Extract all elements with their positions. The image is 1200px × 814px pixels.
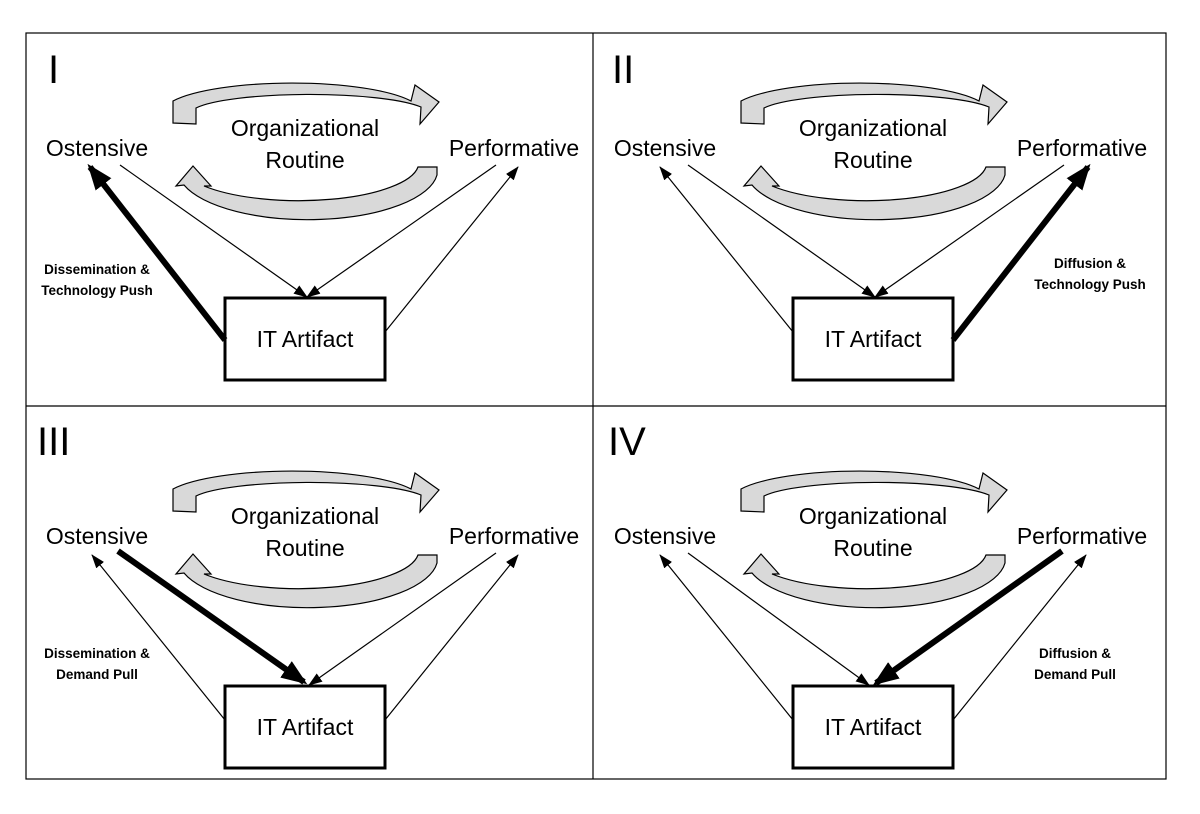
center-label-line2: Routine [833, 535, 912, 561]
arrow-performative-to-artifact [872, 548, 1064, 686]
cycle-arrows [740, 82, 1008, 221]
cycle-arrow-top [172, 82, 440, 126]
ostensive-label: Ostensive [614, 135, 716, 161]
arrow-performative-to-artifact [874, 164, 1065, 298]
edge-label-line2: Technology Push [41, 283, 153, 298]
arrow-artifact-to-ostensive [659, 554, 794, 721]
center-label-line1: Organizational [231, 503, 379, 529]
center-label-line2: Routine [265, 535, 344, 561]
ostensive-label: Ostensive [46, 135, 148, 161]
center-label-line1: Organizational [799, 115, 947, 141]
ostensive-label: Ostensive [46, 523, 148, 549]
arrow-artifact-to-ostensive [87, 163, 228, 342]
edge-label-line1: Diffusion & [1039, 646, 1111, 661]
arrow-artifact-to-performative [384, 554, 519, 721]
cycle-arrow-top [172, 470, 440, 514]
cycle-arrow-bottom [742, 165, 1006, 221]
panel-numeral: III [37, 420, 70, 464]
center-label-line1: Organizational [799, 503, 947, 529]
panel-III: III Organizational Routine Ostensive Per… [37, 420, 579, 770]
it-artifact-label: IT Artifact [257, 326, 354, 352]
it-artifact-box [223, 684, 387, 770]
arrow-artifact-to-performative [952, 554, 1087, 721]
center-label-line2: Routine [265, 147, 344, 173]
panel-I: I Organizational Routine Ostensive Perfo… [41, 48, 579, 382]
cycle-arrow-bottom [174, 553, 438, 609]
arrow-performative-to-artifact [308, 552, 497, 686]
arrow-ostensive-to-artifact [687, 164, 876, 298]
cycle-arrow-top [740, 82, 1008, 126]
edge-label-line1: Dissemination & [44, 646, 150, 661]
cycle-arrows [172, 82, 440, 221]
cycle-arrow-bottom [742, 553, 1006, 609]
cycle-arrows [172, 470, 440, 609]
panel-numeral: II [612, 48, 634, 92]
cycle-arrow-bottom [174, 165, 438, 221]
arrow-artifact-to-ostensive [659, 166, 794, 333]
ostensive-label: Ostensive [614, 523, 716, 549]
it-artifact-label: IT Artifact [257, 714, 354, 740]
edge-label-line1: Dissemination & [44, 262, 150, 277]
it-artifact-label: IT Artifact [825, 714, 922, 740]
edge-label-line1: Diffusion & [1054, 256, 1126, 271]
arrow-ostensive-to-artifact [116, 548, 308, 685]
panel-numeral: I [48, 48, 59, 92]
it-artifact-box [791, 296, 955, 382]
panel-II: II Organizational Routine Ostensive Perf… [612, 48, 1147, 382]
edge-label-line2: Technology Push [1034, 277, 1146, 292]
cycle-arrow-top [740, 470, 1008, 514]
it-artifact-box [791, 684, 955, 770]
arrow-ostensive-to-artifact [687, 552, 870, 686]
performative-label: Performative [449, 523, 579, 549]
arrow-artifact-to-performative [384, 166, 519, 333]
edge-label-line2: Demand Pull [56, 667, 138, 682]
center-label-line1: Organizational [231, 115, 379, 141]
it-artifact-label: IT Artifact [825, 326, 922, 352]
arrow-artifact-to-ostensive [91, 554, 226, 721]
performative-label: Performative [449, 135, 579, 161]
center-label-line2: Routine [833, 147, 912, 173]
performative-label: Performative [1017, 523, 1147, 549]
panel-IV: IV Organizational Routine Ostensive Perf… [608, 420, 1147, 770]
arrow-performative-to-artifact [306, 164, 497, 298]
arrow-ostensive-to-artifact [119, 164, 308, 298]
cycle-arrows [740, 470, 1008, 609]
performative-label: Performative [1017, 135, 1147, 161]
edge-label-line2: Demand Pull [1034, 667, 1116, 682]
arrow-artifact-to-performative [950, 163, 1091, 342]
panel-numeral: IV [608, 420, 646, 464]
